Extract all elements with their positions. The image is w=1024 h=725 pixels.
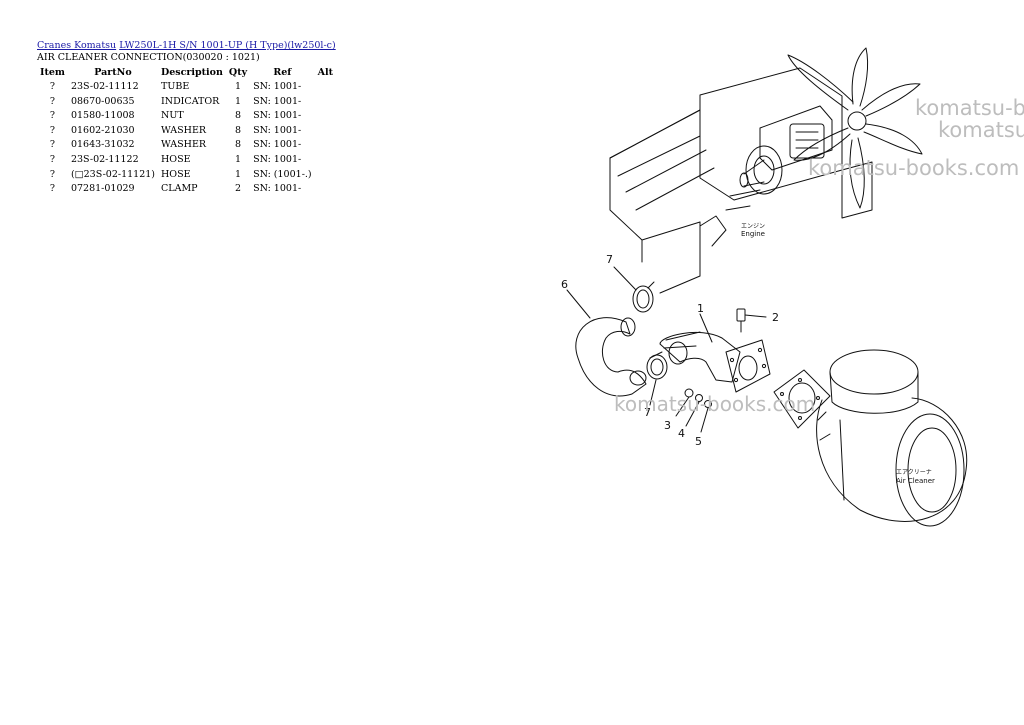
callout-7-lower: 7	[644, 406, 651, 419]
pointer-line-engine-to-hose	[659, 275, 701, 294]
callout-4: 4	[678, 427, 685, 440]
cell-description: INDICATOR	[161, 95, 220, 107]
cell-part-no: 08670-00635	[70, 95, 135, 107]
cell-ref: SN: (1001-.)	[253, 168, 312, 180]
breadcrumb-link-model[interactable]: LW250L-1H S/N 1001-UP (H Type)(lw250l-c)	[119, 40, 336, 51]
cell-alt	[315, 138, 336, 153]
header-alt: Alt	[317, 67, 334, 78]
air-cleaner-illustration	[816, 349, 968, 527]
cell-ref: SN: 1001-	[253, 139, 302, 151]
watermark-text: komatsu-books.com	[808, 156, 1020, 180]
watermark-text: komatsu	[938, 118, 1024, 142]
clamp-part-7-upper	[632, 281, 655, 313]
cell-description: HOSE	[161, 168, 191, 180]
air-cleaner-label-jp: エアクリーナ	[896, 469, 932, 476]
header-part-no: PartNo	[94, 67, 132, 78]
header-qty: Qty	[228, 67, 248, 78]
cell-ref: SN: 1001-	[253, 81, 302, 92]
cell-description: CLAMP	[161, 183, 198, 195]
callout-leader-lines	[566, 266, 713, 406]
cell-qty: 2	[234, 183, 242, 195]
header-description: Description	[161, 67, 223, 78]
parts-table: Item PartNo Description Qty Ref Alt ? 23…	[37, 66, 336, 197]
cell-item: ?	[49, 139, 56, 151]
cell-part-no: (□23S-02-11121)	[70, 168, 155, 180]
clamp-part-7-lower	[646, 351, 668, 380]
engine-label: Engine	[741, 230, 765, 238]
cell-part-no: 23S-02-11112	[70, 81, 139, 92]
cell-ref: SN: 1001-	[253, 153, 302, 165]
flange	[725, 339, 771, 393]
watermark-text: komatsu-books.com	[614, 392, 816, 416]
table-row: ? 01602-21030 WASHER 8 SN: 1001-	[37, 124, 336, 139]
callout-1: 1	[697, 302, 704, 315]
cell-part-no: 01643-31032	[70, 139, 135, 151]
cell-alt	[315, 182, 336, 197]
cell-item: ?	[49, 81, 56, 92]
table-header-row: Item PartNo Description Qty Ref Alt	[37, 66, 336, 80]
callout-3: 3	[664, 419, 671, 432]
cell-alt	[315, 80, 336, 95]
gasket	[773, 369, 831, 429]
nut-washer-parts-3-4-5	[675, 388, 712, 433]
cell-part-no: 23S-02-11122	[70, 153, 139, 165]
cell-description: NUT	[161, 110, 184, 122]
table-row: ? 07281-01029 CLAMP 2 SN: 1001-	[37, 182, 336, 197]
cell-ref: SN: 1001-	[253, 183, 302, 195]
cell-description: HOSE	[161, 153, 191, 165]
cell-qty: 1	[234, 153, 242, 165]
cell-item: ?	[49, 153, 56, 165]
indicator-part-2	[736, 308, 767, 333]
table-row: ? 23S-02-11122 HOSE 1 SN: 1001-	[37, 153, 336, 168]
breadcrumb-link-brand[interactable]: Cranes Komatsu	[37, 40, 117, 51]
cell-qty: 8	[234, 110, 242, 122]
cell-description: WASHER	[161, 139, 207, 151]
header-item: Item	[40, 67, 65, 78]
cell-ref: SN: 1001-	[253, 110, 302, 122]
cell-qty: 1	[234, 81, 242, 92]
tube-part-1	[659, 331, 741, 383]
callout-2: 2	[772, 311, 779, 324]
callout-5: 5	[695, 435, 702, 448]
diagram-text-labels: エンジン Engine エアクリーナ Air Cleaner 1 2 3 4 5…	[561, 223, 935, 485]
cell-alt	[315, 168, 336, 183]
cell-alt	[315, 109, 336, 124]
cell-item: ?	[49, 168, 56, 180]
callout-6: 6	[561, 278, 568, 291]
exploded-parts-diagram: エンジン Engine エアクリーナ Air Cleaner 1 2 3 4 5…	[561, 47, 968, 527]
table-row: ? (□23S-02-11121) HOSE 1 SN: (1001-.)	[37, 168, 336, 183]
cell-description: WASHER	[161, 124, 207, 136]
cell-part-no: 01602-21030	[70, 124, 135, 136]
watermark-text: komatsu-b	[915, 96, 1024, 120]
cell-part-no: 07281-01029	[70, 183, 135, 195]
table-row: ? 01643-31032 WASHER 8 SN: 1001-	[37, 138, 336, 153]
hose-part-6	[575, 317, 647, 397]
cell-qty: 8	[234, 139, 242, 151]
header-ref: Ref	[273, 67, 292, 78]
cell-item: ?	[49, 124, 56, 136]
cell-qty: 8	[234, 124, 242, 136]
cell-part-no: 01580-11008	[70, 110, 135, 122]
section-title: AIR CLEANER CONNECTION(030020 : 1021)	[37, 52, 260, 63]
fan-blades-illustration	[787, 47, 923, 209]
table-row: ? 01580-11008 NUT 8 SN: 1001-	[37, 109, 336, 124]
table-row: ? 23S-02-11112 TUBE 1 SN: 1001-	[37, 80, 336, 95]
cell-alt	[315, 153, 336, 168]
cell-qty: 1	[234, 168, 242, 180]
cell-qty: 1	[234, 95, 242, 107]
cell-ref: SN: 1001-	[253, 124, 302, 136]
cell-alt	[315, 124, 336, 139]
cell-item: ?	[49, 183, 56, 195]
breadcrumb: Cranes Komatsu LW250L-1H S/N 1001-UP (H …	[37, 40, 336, 52]
callout-7-upper: 7	[606, 253, 613, 266]
cell-item: ?	[49, 95, 56, 107]
cell-description: TUBE	[161, 81, 190, 92]
cell-item: ?	[49, 110, 56, 122]
cell-alt	[315, 95, 336, 110]
table-row: ? 08670-00635 INDICATOR 1 SN: 1001-	[37, 95, 336, 110]
air-cleaner-label: Air Cleaner	[896, 477, 935, 485]
cell-ref: SN: 1001-	[253, 95, 302, 107]
engine-illustration	[609, 67, 873, 277]
engine-label-jp: エンジン	[741, 223, 765, 230]
